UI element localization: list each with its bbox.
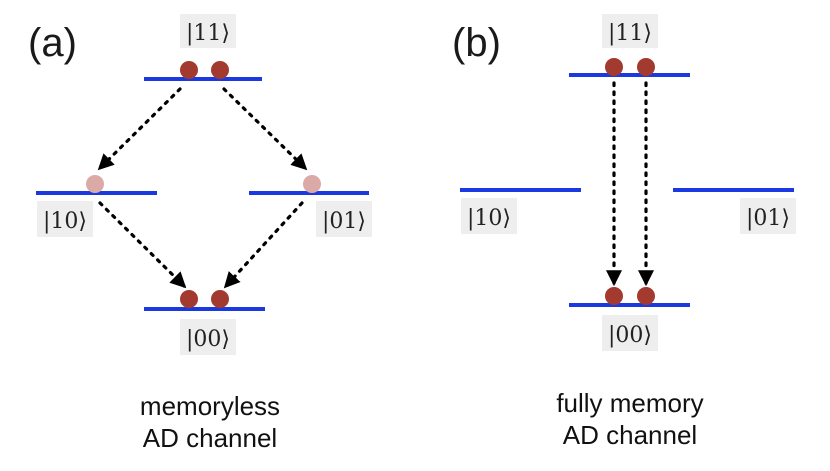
state-label-11: |11⟩ [186, 21, 230, 46]
faded-excitation-dot [303, 175, 321, 193]
excitation-dot [180, 61, 198, 79]
panel-b-tag: (b) [452, 21, 501, 65]
decay-arrow [98, 201, 187, 289]
state-label-background [316, 201, 372, 237]
state-label-background [602, 14, 658, 48]
state-label-11: |11⟩ [608, 21, 652, 46]
caption-line-1: memoryless [140, 391, 280, 421]
state-label-00: |00⟩ [186, 327, 230, 352]
excitation-dot [180, 290, 198, 308]
state-label-background [740, 198, 796, 234]
decay-arrow [97, 87, 182, 171]
decay-arrow [223, 201, 304, 289]
state-label-background [602, 315, 658, 351]
panel-b: (b) |11⟩ |10⟩ |01⟩ |00⟩ fully memory AD … [452, 14, 796, 450]
state-label-10: |10⟩ [43, 209, 87, 234]
panel-a: (a) |11⟩ |10⟩ |01⟩ |00⟩ memoryless AD ch… [28, 14, 372, 453]
state-label-01: |01⟩ [322, 209, 366, 234]
excitation-dot [211, 290, 229, 308]
excitation-dot [637, 287, 655, 305]
caption-line-2: AD channel [143, 423, 277, 453]
excitation-dot [637, 58, 655, 76]
state-label-background [37, 201, 93, 237]
caption-line-1: fully memory [556, 388, 703, 418]
state-label-background [180, 14, 236, 48]
state-label-01: |01⟩ [746, 206, 790, 231]
excitation-dot [605, 58, 623, 76]
panel-a-tag: (a) [28, 21, 77, 65]
state-label-00: |00⟩ [608, 323, 652, 348]
state-label-background [461, 198, 517, 234]
state-label-background [180, 319, 236, 355]
excitation-dot [211, 61, 229, 79]
excitation-dot [605, 287, 623, 305]
decay-arrow [222, 87, 308, 171]
faded-excitation-dot [86, 175, 104, 193]
caption-line-2: AD channel [563, 420, 697, 450]
state-label-10: |10⟩ [467, 206, 511, 231]
